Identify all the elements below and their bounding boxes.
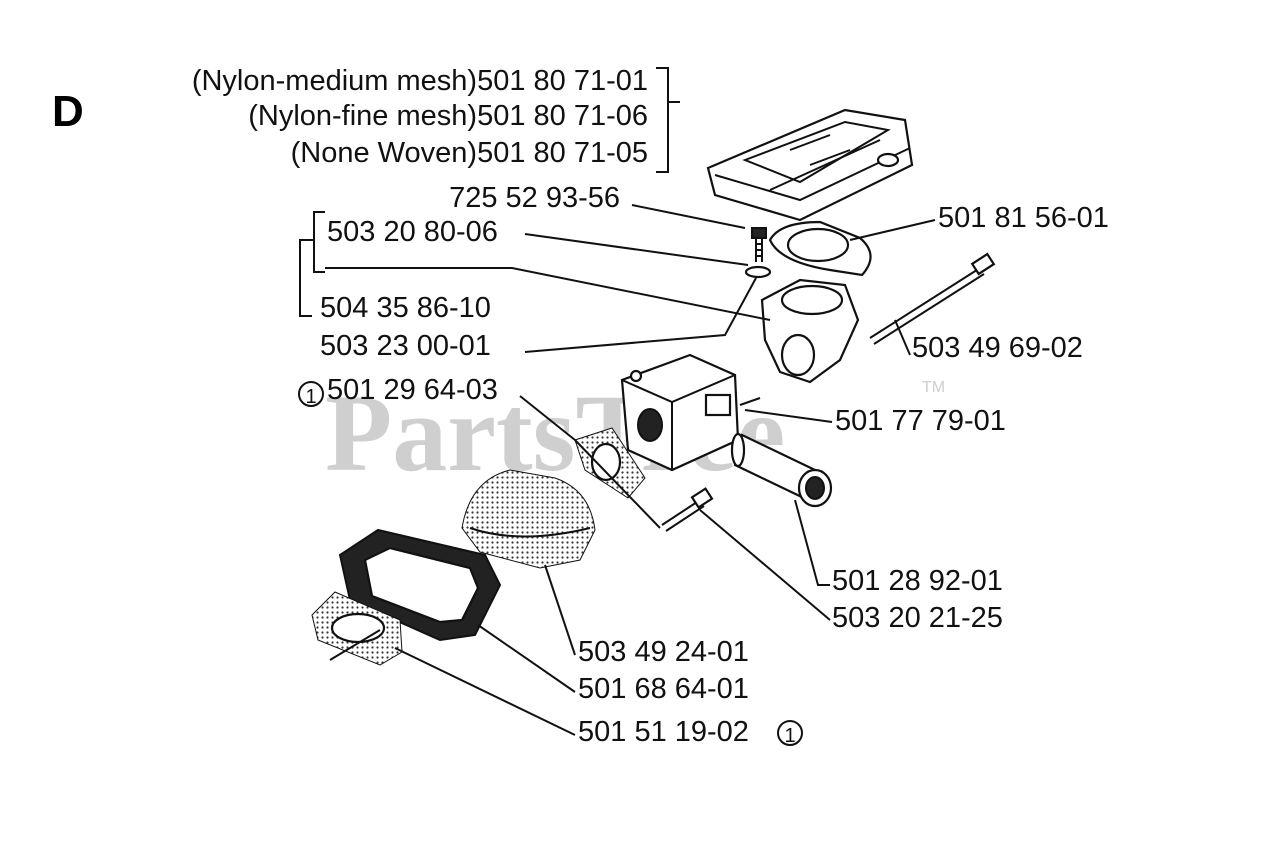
carburetor-gasket-part: [574, 427, 646, 499]
filter-option-3-part: 501 80 71-05: [477, 137, 648, 169]
leader-503-20-80-06: [524, 233, 749, 266]
note-marker-2: 1: [784, 725, 795, 747]
watermark-tm: TM: [922, 379, 945, 396]
screw-washer-part: [744, 227, 772, 279]
mesh-screen-part: [461, 469, 596, 569]
filter-options-group: (Nylon-medium mesh)501 80 71-01 (Nylon-f…: [192, 65, 680, 173]
leader-503-23-00-01: [524, 277, 757, 353]
leader-501-68-64-01: [477, 624, 576, 693]
leader-503-20-21-25: [699, 509, 831, 621]
filter-option-1-desc: (Nylon-medium mesh): [192, 65, 477, 97]
callout-503-49-24-01: 503 49 24-01: [578, 636, 749, 668]
callout-503-23-00-01: 503 23 00-01: [320, 330, 491, 362]
note-marker-circle-2: [777, 720, 803, 746]
callout-503-49-69-02: 503 49 69-02: [912, 332, 1083, 364]
callout-501-51-19-02: 501 51 19-02: [578, 716, 749, 748]
carburetor-part: [620, 353, 740, 472]
filter-option-2: (Nylon-fine mesh)501 80 71-06: [248, 100, 648, 132]
filter-option-3-desc: (None Woven): [291, 137, 477, 169]
callout-501-77-79-01: 501 77 79-01: [835, 405, 1006, 437]
long-bolt-part: [869, 252, 996, 345]
small-bolt-part: [661, 487, 714, 532]
filter-option-1-part: 501 80 71-01: [477, 65, 648, 97]
note-marker-circle: [298, 381, 324, 407]
gasket-tab-line: [329, 629, 381, 661]
leader-501-81-56-01: [849, 219, 936, 241]
washer-bracket: [299, 211, 325, 317]
leader-501-28-92-01: [794, 499, 830, 586]
callout-503-20-80-06: 503 20 80-06: [327, 216, 498, 248]
leader-501-77-79-01: [739, 397, 833, 423]
leader-501-51-19-02: [394, 647, 576, 736]
callout-501-68-64-01: 501 68 64-01: [578, 673, 749, 705]
leader-725-52-93-56: [631, 204, 746, 229]
note-marker: 1: [305, 386, 316, 408]
callout-501-51-19-02-group: 501 51 19-02 1: [578, 716, 803, 748]
leader-bracket-intake: [325, 267, 771, 321]
leader-501-29-64-03: [519, 395, 576, 441]
callout-503-20-21-25: 503 20 21-25: [832, 602, 1003, 634]
filter-gasket-part: [768, 220, 872, 277]
callout-501-28-92-01: 501 28 92-01: [832, 565, 1003, 597]
callout-501-29-64-03-group: 1 501 29 64-03: [298, 374, 498, 408]
callout-725-52-93-56: 725 52 93-56: [449, 182, 620, 214]
filter-option-1: (Nylon-medium mesh)501 80 71-01: [192, 65, 648, 97]
callout-501-81-56-01: 501 81 56-01: [938, 202, 1109, 234]
fuel-filter-part: [730, 432, 833, 508]
intake-adapter-part: [760, 278, 860, 384]
filter-option-3: (None Woven)501 80 71-05: [291, 137, 648, 169]
filter-bracket: [656, 67, 680, 173]
filter-option-2-part: 501 80 71-06: [477, 100, 648, 132]
section-letter: D: [52, 87, 84, 136]
leader-503-49-24-01: [544, 564, 576, 656]
filter-option-2-desc: (Nylon-fine mesh): [248, 100, 477, 132]
leader-503-49-69-02: [894, 319, 911, 356]
air-filter-part: [706, 108, 914, 222]
leader-carb-gasket-bolt: [574, 439, 661, 529]
callout-501-29-64-03: 501 29 64-03: [327, 374, 498, 406]
callout-504-35-86-10: 504 35 86-10: [320, 292, 491, 324]
